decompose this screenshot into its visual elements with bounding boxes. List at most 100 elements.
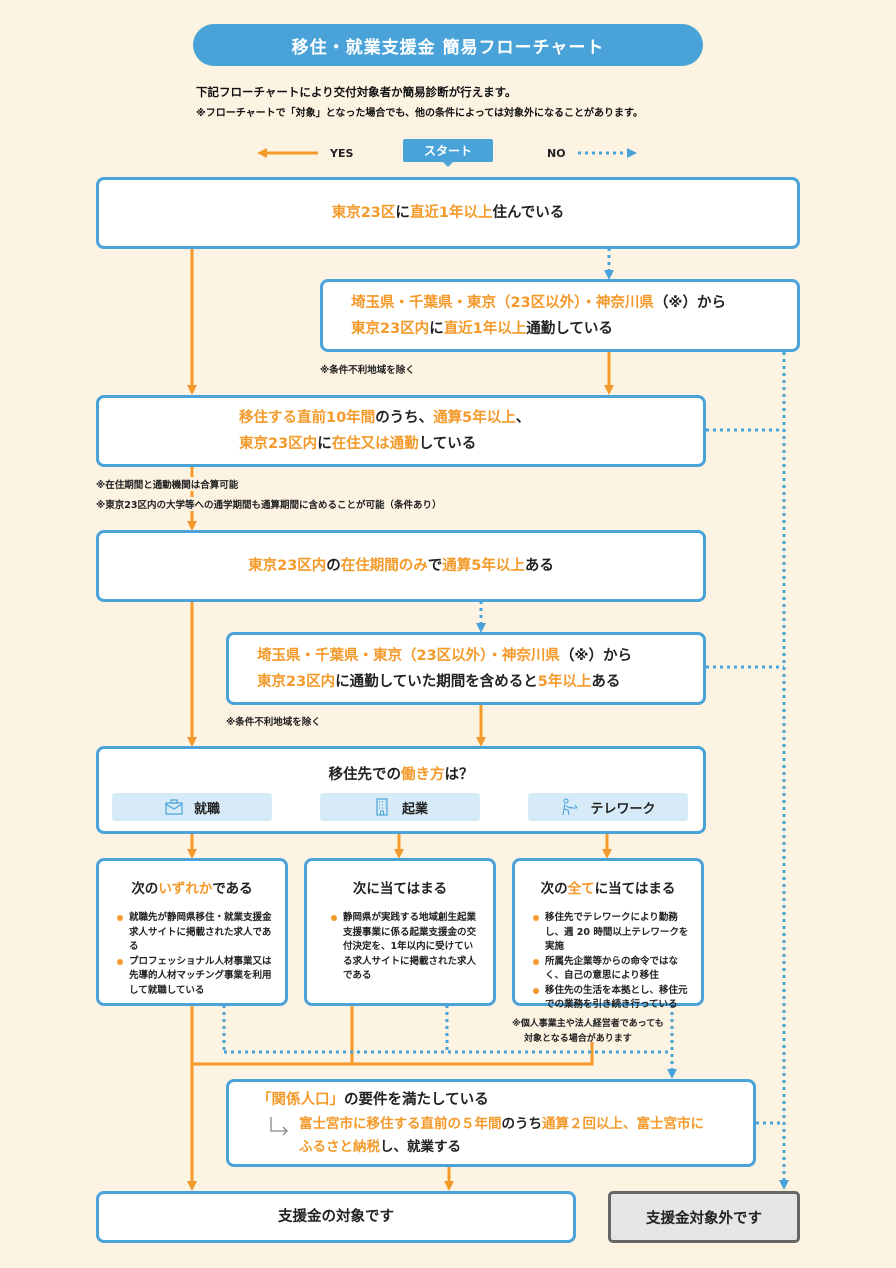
text: し、就業する — [380, 1139, 461, 1155]
text: で — [427, 558, 443, 574]
text-highlight: 東京23区内 — [351, 320, 430, 337]
option-label: テレワーク — [590, 801, 656, 817]
telework-conditions-box: 次の全てに当てはまる 移住先でテレワークにより勤務し、週 20 時間以上テレワー… — [512, 858, 704, 1010]
text: は？ — [444, 767, 474, 783]
work-style-question: 移住先での働き方は？ — [99, 763, 703, 784]
telework-conditions-title: 次の全てに当てはまる — [515, 877, 701, 897]
text-highlight: 直近1年以上 — [443, 320, 527, 337]
result-eligible-label: 支援金の対象です — [278, 1209, 394, 1225]
text-highlight: いずれか — [158, 881, 213, 897]
telework-conditions-list: 移住先でテレワークにより勤務し、週 20 時間以上テレワークを実施 所属先企業等… — [515, 911, 701, 1013]
startup-conditions-title: 次に当てはまる — [352, 881, 448, 897]
text: 移住先での — [328, 767, 402, 783]
text: ある — [591, 673, 621, 690]
briefcase-icon — [165, 799, 183, 815]
text: 、 — [515, 410, 531, 426]
text-highlight: 東京23区内 — [239, 436, 318, 452]
text-highlight: 通算5年以上 — [433, 410, 516, 426]
text-highlight: 通算5年以上 — [442, 558, 525, 574]
text: 次の — [131, 881, 159, 897]
list-item: 移住先でテレワークにより勤務し、週 20 時間以上テレワークを実施 — [533, 911, 689, 955]
text: 住んでいる — [492, 205, 565, 221]
related-population-box: 「関係人口」の要件を満たしている 富士宮市に移住する直前の５年間のうち通算２回以… — [226, 1079, 756, 1167]
question-5-box: 埼玉県・千葉県・東京（23区以外）・神奈川県（※）から 東京23区内に通勤してい… — [226, 632, 706, 705]
text-highlight: 全て — [567, 881, 595, 897]
list-item: 静岡県が実践する地域創生起業支援事業に係る起業支援金の交付決定を、1年以内に受け… — [331, 911, 481, 984]
option-employment: 就職 — [112, 793, 272, 821]
telework-note-line-1: ※個人事業主や法人経営者であっても — [512, 1019, 664, 1029]
option-startup: 起業 — [320, 793, 480, 821]
question-4-text: 東京23区内の在住期間のみで通算5年以上ある — [248, 553, 554, 579]
text: に — [429, 320, 444, 337]
start-label: スタート — [403, 139, 493, 162]
question-2-line-2: 東京23区内に直近1年以上通勤している — [351, 316, 797, 342]
text: のうち — [501, 1116, 543, 1132]
text-highlight: 在住期間のみ — [340, 558, 428, 574]
question-2-box: 埼玉県・千葉県・東京（23区以外）・神奈川県（※）から 東京23区内に直近1年以… — [320, 279, 800, 352]
intro-text: 下記フローチャートにより交付対象者か簡易診断が行えます。 — [196, 85, 517, 99]
legend-no-label: NO — [547, 147, 566, 160]
result-eligible: 支援金の対象です — [96, 1191, 576, 1243]
text: に — [395, 205, 410, 221]
result-ineligible-label: 支援金対象外です — [646, 1210, 762, 1227]
employment-conditions-title: 次のいずれかである — [99, 877, 285, 897]
result-ineligible: 支援金対象外です — [608, 1191, 800, 1243]
text-highlight: 東京23区内 — [248, 558, 327, 574]
disclaimer-text: ※フローチャートで「対象」となった場合でも、他の条件によっては対象外になることが… — [196, 108, 644, 119]
telework-note-line-2: 対象となる場合があります — [524, 1034, 632, 1044]
text: （※）から — [559, 647, 633, 664]
option-label: 就職 — [193, 801, 220, 817]
text-highlight: 「関係人口」 — [257, 1092, 344, 1108]
question-1-text: 東京23区に直近1年以上住んでいる — [332, 200, 565, 226]
question-3-note-1: ※在住期間と通動機関は合算可能 — [96, 477, 239, 491]
related-population-title: 「関係人口」の要件を満たしている — [257, 1087, 753, 1113]
list-item: 移住先の生活を本拠とし、移住元での業務を引き続き行っている — [533, 984, 689, 1013]
list-item: 所属先企業等からの命令ではなく、自己の意思により移住 — [533, 955, 689, 984]
text-highlight: 埼玉県・千葉県・東京（23区以外）・神奈川県 — [351, 294, 654, 311]
employment-conditions-box: 次のいずれかである 就職先が静岡県移住・就業支援金求人サイトに掲載された求人であ… — [96, 858, 288, 1006]
list-item: 就職先が静岡県移住・就業支援金求人サイトに掲載された求人である — [117, 911, 273, 955]
question-3-line-1: 移住する直前10年間のうち、通算5年以上、 — [239, 405, 703, 431]
text-highlight: 働き方 — [401, 767, 445, 783]
text-highlight: 移住する直前10年間 — [239, 410, 376, 426]
text-highlight: 富士宮市に移住する直前の５年間 — [299, 1116, 502, 1132]
text-highlight: 在住又は通勤 — [331, 436, 419, 452]
text-highlight: 通算２回以上、富士宮市に — [542, 1116, 704, 1132]
text: のうち、 — [375, 410, 434, 426]
legend-yes-label: YES — [330, 147, 354, 160]
sub-arrow-icon — [270, 1117, 288, 1136]
question-2-line-1: 埼玉県・千葉県・東京（23区以外）・神奈川県（※）から — [351, 290, 797, 316]
text: の要件を満たしている — [344, 1092, 489, 1108]
question-3-note-2: ※東京23区内の大学等への通学期間も通算期間に含めることが可能（条件あり） — [96, 497, 442, 511]
text: 通勤している — [526, 320, 613, 337]
employment-conditions-list: 就職先が静岡県移住・就業支援金求人サイトに掲載された求人である プロフェッショナ… — [99, 911, 285, 998]
question-4-box: 東京23区内の在住期間のみで通算5年以上ある — [96, 530, 706, 602]
text-highlight: 埼玉県・千葉県・東京（23区以外）・神奈川県 — [257, 647, 560, 664]
text-highlight: 5年以上 — [537, 673, 592, 690]
option-label: 起業 — [401, 801, 428, 817]
text: に通勤していた期間を含めると — [335, 673, 538, 690]
text: （※）から — [653, 294, 727, 311]
startup-conditions-list: 静岡県が実践する地域創生起業支援事業に係る起業支援金の交付決定を、1年以内に受け… — [307, 911, 493, 984]
question-2-note: ※条件不利地域を除く — [320, 365, 415, 376]
question-5-note: ※条件不利地域を除く — [226, 717, 321, 728]
list-item: プロフェッショナル人材事業又は先導的人材マッチング事業を利用して就職している — [117, 955, 273, 999]
text: に — [317, 436, 332, 452]
text: している — [418, 436, 477, 452]
building-icon — [376, 798, 388, 816]
text: 次の — [540, 881, 568, 897]
text: ある — [524, 558, 554, 574]
text: である — [212, 881, 253, 897]
question-5-line-2: 東京23区内に通勤していた期間を含めると5年以上ある — [257, 669, 703, 695]
page-title: 移住・就業支援金 簡易フローチャート — [193, 24, 703, 66]
question-3-line-2: 東京23区内に在住又は通勤している — [239, 431, 703, 457]
question-5-line-1: 埼玉県・千葉県・東京（23区以外）・神奈川県（※）から — [257, 643, 703, 669]
text: の — [326, 558, 341, 574]
text: に当てはまる — [594, 881, 676, 897]
question-1-box: 東京23区に直近1年以上住んでいる — [96, 177, 800, 249]
text-highlight: 東京23区内 — [257, 673, 336, 690]
text-highlight: 直近1年以上 — [409, 205, 493, 221]
startup-conditions-box: 次に当てはまる 静岡県が実践する地域創生起業支援事業に係る起業支援金の交付決定を… — [304, 858, 496, 1006]
text-highlight: 東京23区 — [331, 205, 396, 221]
